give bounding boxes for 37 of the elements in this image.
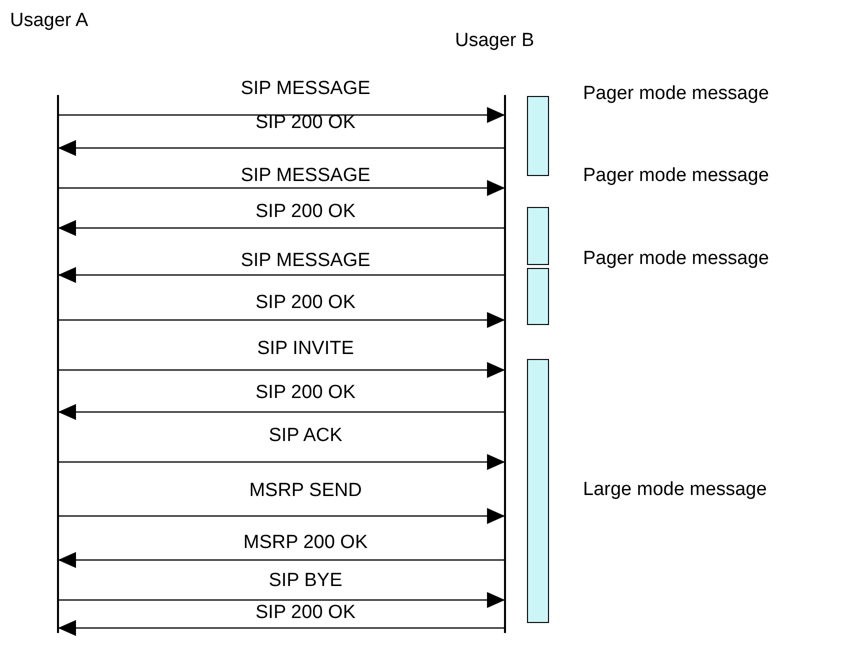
edge-label: SIP 200 OK xyxy=(256,292,356,314)
message-arrow xyxy=(59,454,505,470)
message-arrow xyxy=(59,362,505,378)
message-arrow xyxy=(58,220,504,236)
edge-label: MSRP 200 OK xyxy=(243,532,368,554)
note-text: Pager mode message xyxy=(583,165,769,187)
message-arrow xyxy=(58,404,504,420)
note-text: Large mode message xyxy=(583,479,767,501)
edge-label: SIP 200 OK xyxy=(256,602,356,624)
activation-bar xyxy=(527,359,549,623)
edge-label: SIP BYE xyxy=(268,570,342,592)
lifeline xyxy=(57,95,59,633)
message-arrow xyxy=(59,592,505,608)
edge-label: SIP 200 OK xyxy=(256,201,356,223)
message-arrow xyxy=(58,267,504,283)
message-arrow xyxy=(58,552,504,568)
note-text: Pager mode message xyxy=(583,83,769,105)
message-arrow xyxy=(58,140,504,156)
message-arrow xyxy=(59,180,505,196)
lifeline xyxy=(504,95,506,633)
activation-bar xyxy=(527,96,549,176)
activation-bar xyxy=(527,268,549,325)
edge-label: SIP MESSAGE xyxy=(240,78,370,100)
activation-bar xyxy=(527,207,549,265)
participant-label: Usager A xyxy=(10,10,110,34)
message-arrow xyxy=(59,312,505,328)
edge-label: SIP MESSAGE xyxy=(240,250,370,272)
edge-label: MSRP SEND xyxy=(249,480,362,502)
edge-label: SIP MESSAGE xyxy=(240,165,370,187)
edge-label: SIP 200 OK xyxy=(256,382,356,404)
edge-label: SIP ACK xyxy=(268,425,342,447)
message-arrow xyxy=(58,620,504,636)
participant-label: Usager B xyxy=(455,30,555,54)
note-text: Pager mode message xyxy=(583,248,769,270)
message-arrow xyxy=(59,107,505,123)
edge-label: SIP INVITE xyxy=(257,338,354,360)
message-arrow xyxy=(59,508,505,524)
